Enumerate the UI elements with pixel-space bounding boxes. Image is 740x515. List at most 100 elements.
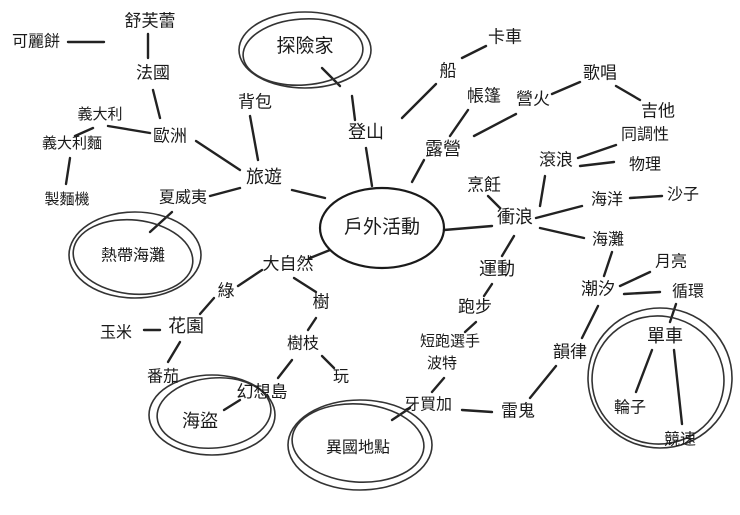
node-paobu: 跑步: [458, 298, 492, 318]
node-jita: 吉他: [641, 102, 675, 122]
connector-line: [618, 270, 652, 288]
connector-line: [308, 248, 332, 260]
circle-explorer: [238, 11, 372, 89]
center-circle: [318, 186, 446, 270]
connector-line: [430, 376, 446, 394]
connector-line: [634, 348, 654, 394]
node-kache: 卡車: [488, 28, 522, 48]
connector-line: [578, 160, 616, 168]
node-faguo: 法國: [136, 64, 170, 84]
connector-line: [194, 139, 242, 172]
node-bote: 波特: [427, 354, 457, 372]
connector-line: [320, 354, 336, 370]
circle-exotic-place: [287, 399, 433, 491]
node-yunlv: 韻律: [553, 343, 587, 363]
node-center: 戶外活動: [344, 216, 420, 238]
connector-line: [350, 94, 357, 122]
connector-line: [538, 174, 547, 208]
node-zhangpeng: 帳篷: [467, 87, 501, 107]
connector-line: [198, 296, 216, 316]
node-wuli: 物理: [629, 155, 661, 174]
node-wan: 玩: [333, 367, 349, 386]
node-fanqie: 番茄: [147, 367, 179, 386]
circle-pirate: [148, 374, 276, 456]
node-yueliang: 月亮: [655, 252, 687, 271]
circle-explorer-outer: [242, 18, 364, 86]
node-yidali-mian: 義大利麵: [42, 134, 102, 152]
connector-line: [628, 194, 664, 200]
node-yundong: 運動: [479, 259, 515, 280]
node-gechang: 歌唱: [583, 64, 617, 84]
node-lvyou: 旅遊: [246, 167, 282, 188]
node-shufulei: 舒芙蕾: [125, 12, 176, 32]
connector-line: [64, 156, 72, 186]
connector-line: [538, 226, 586, 240]
connector-line: [528, 364, 558, 400]
connector-line: [166, 340, 182, 364]
node-pengren: 烹飪: [467, 175, 501, 196]
connector-line: [550, 80, 582, 96]
connector-line: [151, 88, 162, 120]
connector-line: [106, 124, 152, 135]
node-haiyang: 海洋: [591, 190, 623, 209]
node-chuan: 船: [440, 62, 457, 82]
connector-line: [668, 302, 678, 324]
node-luying: 露營: [425, 139, 461, 160]
node-labels: 戶外活動 可麗餅 舒芙蕾 法國 歐洲 義大利麵 義大利 製麵機 背包 旅遊 夏威…: [12, 12, 704, 457]
node-xunhuan: 循環: [672, 282, 704, 301]
circle-bicycle-outer: [591, 315, 725, 445]
connector-line: [292, 276, 318, 294]
connector-line: [208, 186, 242, 198]
connector-line: [460, 44, 488, 60]
circle-tropical-beach: [68, 211, 202, 299]
connector-line: [148, 210, 174, 234]
connector-line: [400, 82, 438, 120]
connector-line: [290, 188, 327, 200]
connector-line: [222, 398, 242, 412]
node-xiaweiyi: 夏威夷: [159, 188, 207, 207]
connector-line: [364, 146, 374, 188]
node-beibao: 背包: [238, 93, 272, 113]
node-haitan: 海灘: [592, 230, 624, 249]
connector-line: [472, 112, 518, 138]
connector-line: [482, 282, 494, 298]
node-ziran: 大自然: [263, 255, 314, 275]
connector-line: [602, 250, 614, 278]
node-zhi-mianji: 製麵機: [44, 190, 89, 208]
connector-line: [576, 143, 618, 160]
connector-line: [306, 316, 318, 332]
node-huayuan: 花園: [168, 316, 204, 337]
node-keli-bing: 可麗餅: [12, 32, 60, 51]
connector-line: [248, 114, 260, 162]
connector-line: [442, 224, 494, 232]
connector-line: [580, 304, 600, 340]
connector-line: [460, 408, 494, 414]
connector-line: [500, 234, 516, 258]
connector-line: [448, 108, 470, 138]
circled-groups: [68, 11, 733, 491]
node-huanxiangdao: 幻想島: [237, 383, 288, 403]
connector-lines: [64, 32, 684, 426]
node-dengshan: 登山: [348, 122, 384, 143]
connector-line: [73, 126, 95, 138]
connector-line: [236, 268, 264, 288]
node-haidao: 海盜: [182, 411, 218, 432]
connector-line: [614, 84, 642, 102]
connector-line: [410, 158, 426, 184]
connector-line: [486, 194, 502, 210]
node-duanpao: 短跑選手: [420, 332, 480, 350]
node-redai-haitan: 熱帶海灘: [101, 246, 165, 265]
node-lv: 綠: [218, 282, 235, 302]
node-langlang: 滾浪: [539, 151, 573, 171]
node-tanxianjia: 探險家: [276, 35, 333, 57]
node-shuzhi: 樹枝: [287, 334, 319, 353]
circle-bicycle: [587, 307, 733, 449]
node-danche: 單車: [647, 326, 683, 347]
connector-line: [534, 204, 584, 220]
connector-line: [622, 290, 662, 296]
node-shazi: 沙子: [667, 185, 699, 204]
node-yidali: 義大利: [77, 105, 122, 123]
node-ouzhou: 歐洲: [153, 127, 187, 147]
node-yiguo: 異國地點: [326, 438, 390, 457]
